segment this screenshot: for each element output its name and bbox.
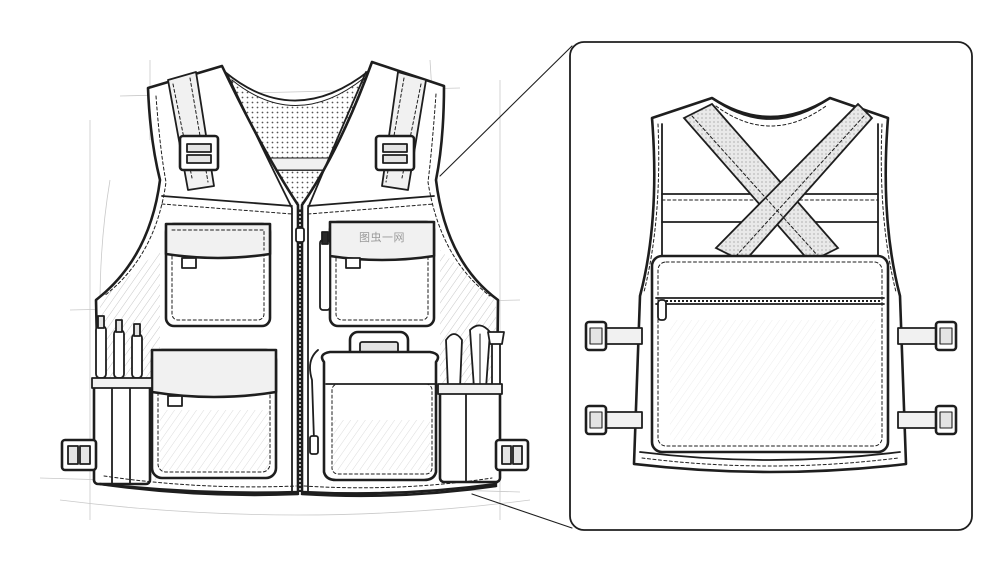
- chest-pocket-left: [164, 222, 272, 328]
- pocket-flap: [164, 222, 272, 260]
- lower-pocket-left: [150, 348, 278, 480]
- callout-lines: [439, 45, 573, 529]
- strap-buckle-right: [374, 134, 416, 172]
- zipper-pull: [295, 227, 305, 243]
- shoulder-strap-left: [167, 71, 220, 191]
- detail-panel: [569, 41, 973, 531]
- zipper-pull: [657, 299, 667, 321]
- pocket-label: 图虫一网: [359, 231, 405, 244]
- pen-icon: [321, 231, 329, 245]
- tool-holder-left: [91, 315, 153, 486]
- pocket-flap: [150, 348, 278, 399]
- strap-buckle-left: [178, 134, 220, 172]
- pocket-flap: [328, 220, 436, 262]
- chest-pocket-right: 图虫一网: [328, 220, 436, 328]
- shoulder-strap-right: [374, 71, 427, 191]
- radio-pocket: [309, 330, 440, 482]
- side-strap-left-upper: [584, 320, 643, 352]
- screwdriver-icon: [113, 319, 125, 379]
- vest-front-view: 图虫一网: [60, 60, 530, 498]
- side-strap-right-lower: [897, 404, 958, 436]
- pliers-icon: [469, 324, 491, 389]
- side-strap-right-upper: [897, 320, 958, 352]
- screwdriver-icon: [445, 333, 463, 389]
- side-buckle-left: [60, 438, 98, 472]
- screwdriver-icon: [131, 323, 143, 379]
- screwdriver-icon: [95, 315, 107, 379]
- side-strap-left-lower: [584, 404, 643, 436]
- vest-back-view: [584, 96, 958, 474]
- tool-holder-right: [437, 324, 505, 484]
- wrench-icon: [487, 331, 505, 389]
- pen-pouch: [319, 239, 331, 311]
- side-buckle-right: [494, 438, 530, 472]
